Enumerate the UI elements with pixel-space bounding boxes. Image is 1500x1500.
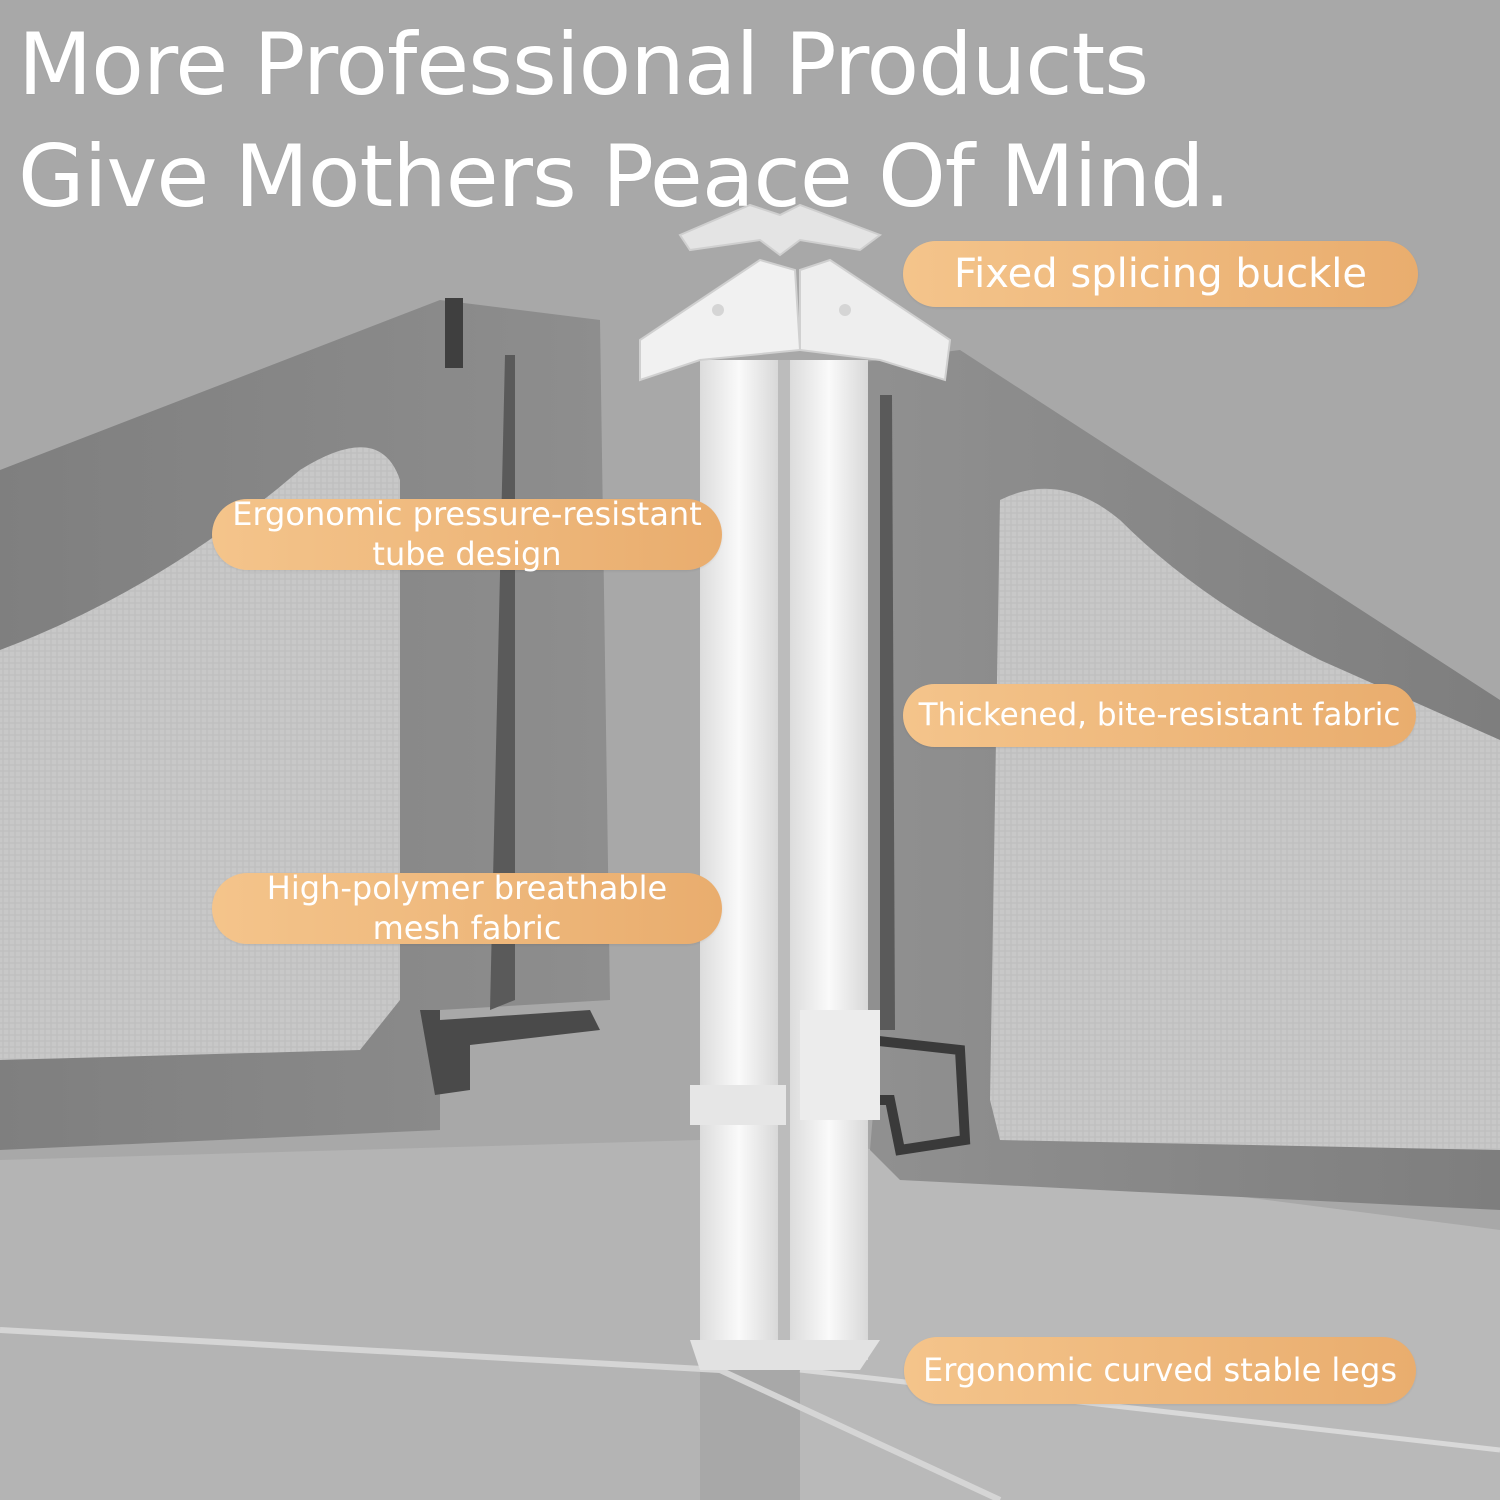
callout-label: Fixed splicing buckle xyxy=(953,251,1367,297)
callout-label-line-2: tube design xyxy=(372,534,562,573)
connector-screw-left xyxy=(712,304,724,316)
floor-area-right xyxy=(800,1140,1500,1500)
connector-screw-right xyxy=(839,304,851,316)
headline-line-1: More Professional Products xyxy=(18,15,1149,115)
headline-line-2: Give Mothers Peace Of Mind. xyxy=(18,127,1231,227)
right-tube xyxy=(790,360,868,1360)
left-top-slot xyxy=(445,298,463,368)
right-mesh-window xyxy=(990,488,1500,1150)
callout-fixed-splicing-buckle: Fixed splicing buckle xyxy=(903,241,1418,307)
corner-connector-right xyxy=(799,258,952,382)
callout-breathable-mesh: High-polymer breathable mesh fabric xyxy=(212,869,722,947)
left-tube-joint xyxy=(690,1085,786,1125)
left-panel-notch xyxy=(420,1010,600,1095)
callout-label-line-1: High-polymer breathable xyxy=(266,869,668,908)
callout-bite-resistant-fabric: Thickened, bite-resistant fabric xyxy=(903,684,1416,747)
callout-label: Ergonomic curved stable legs xyxy=(923,1351,1397,1390)
right-panel-slot xyxy=(880,395,895,1030)
tube-base xyxy=(690,1340,880,1370)
callout-label-line-2: mesh fabric xyxy=(372,908,562,947)
callout-label-line-1: Ergonomic pressure-resistant xyxy=(232,495,702,534)
callout-pressure-resistant-tube: Ergonomic pressure-resistant tube design xyxy=(212,495,722,573)
floor-area xyxy=(0,1140,700,1500)
tube-gap xyxy=(778,360,790,1360)
callout-label: Thickened, bite-resistant fabric xyxy=(918,696,1401,733)
callout-stable-legs: Ergonomic curved stable legs xyxy=(904,1337,1416,1404)
right-tube-joint xyxy=(800,1010,880,1120)
floating-buckle xyxy=(678,203,883,257)
